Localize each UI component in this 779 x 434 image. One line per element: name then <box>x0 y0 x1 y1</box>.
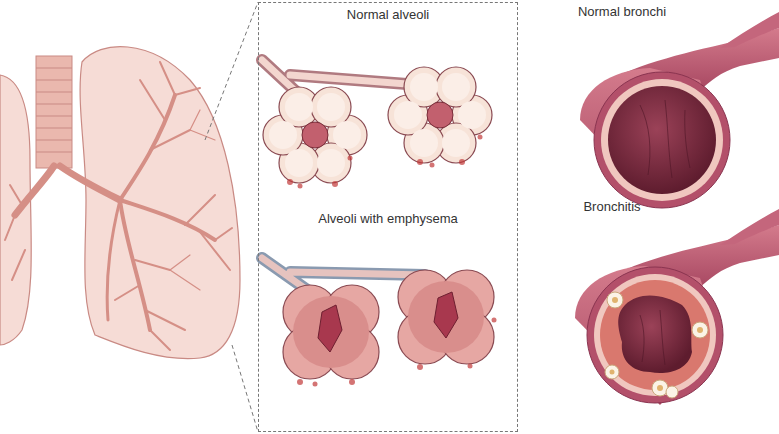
figure-label: Normal bronchi <box>578 4 666 19</box>
zoom-panel: Normal alveoliAlveoli with emphysema <box>258 2 518 432</box>
bronchitis <box>575 209 779 405</box>
figure-label: Bronchitis <box>583 199 640 214</box>
panel-heading: Alveoli with emphysema <box>259 211 517 226</box>
zoom-lines <box>205 2 258 432</box>
normal-alveoli <box>262 60 492 189</box>
normal-bronchi <box>580 12 779 208</box>
lungs <box>0 47 240 359</box>
panel-heading: Normal alveoli <box>259 7 517 22</box>
emphysema-alveoli <box>262 258 497 387</box>
